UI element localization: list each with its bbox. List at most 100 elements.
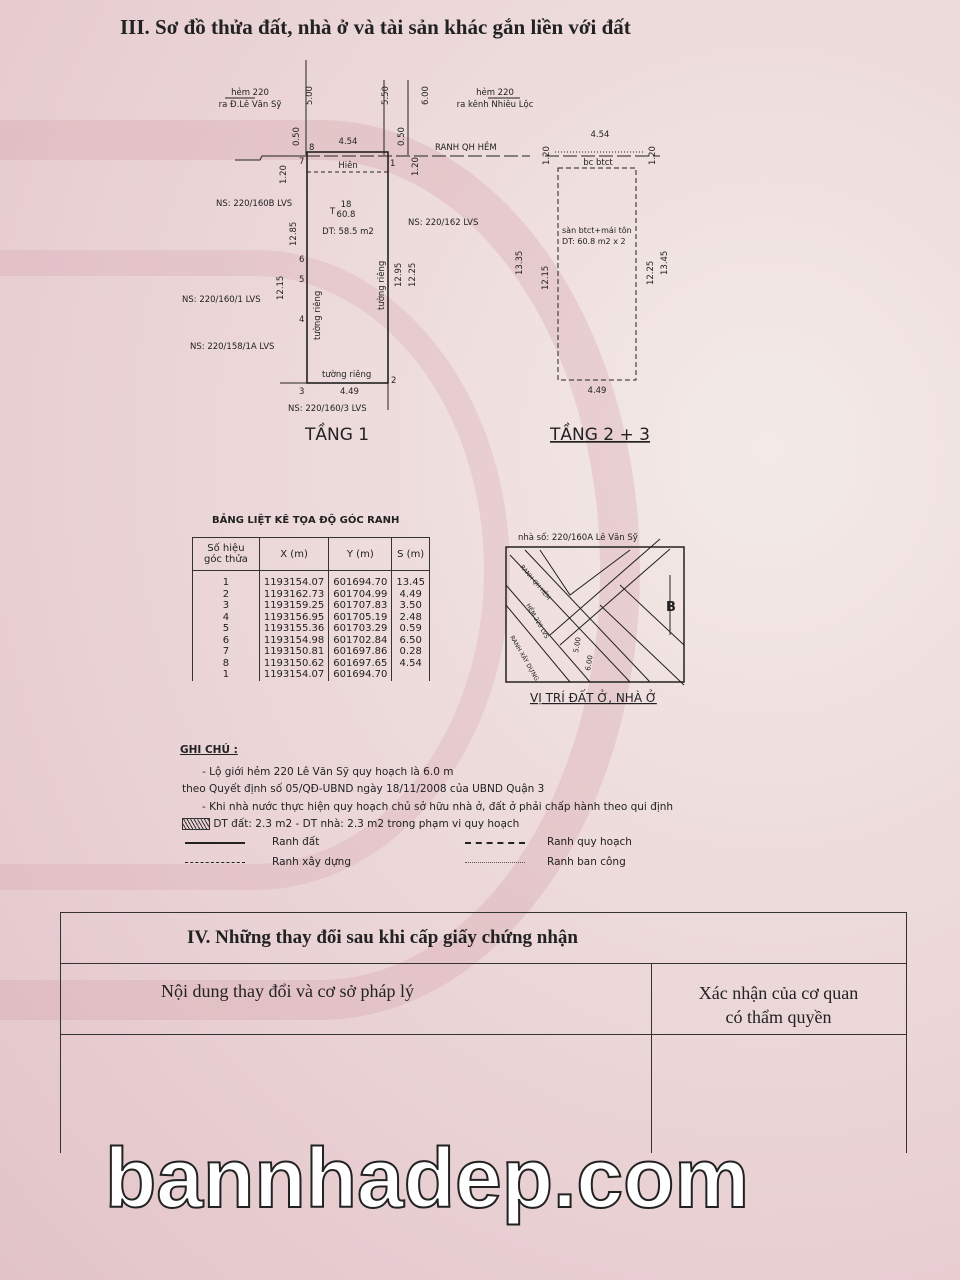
- floor23-width-bottom: 4.49: [588, 386, 607, 396]
- watermark: bannhadep.com: [104, 1130, 750, 1226]
- table-cell: 6.50: [391, 634, 430, 646]
- floor23-label: TẦNG 2 + 3: [549, 421, 650, 445]
- dim: 1.20: [279, 165, 289, 184]
- neighbor-label: NS: 220/160B LVS: [216, 199, 292, 209]
- table-cell: 2.48: [391, 611, 430, 623]
- floor23-desc: sàn btct+mái tôn: [562, 225, 632, 235]
- neighbor-label: NS: 220/162 LVS: [408, 218, 478, 228]
- balcony-label: bc btct: [583, 158, 613, 168]
- notes: GHI CHÚ : - Lộ giới hẻm 220 Lê Văn Sỹ qu…: [180, 742, 673, 874]
- table-cell: 2: [192, 588, 260, 600]
- table-cell: 1193150.81: [258, 646, 330, 658]
- neighbor-label: NS: 220/158/1A LVS: [190, 342, 274, 352]
- point-label: 3: [299, 387, 304, 397]
- table-cell: 601707.83: [328, 600, 393, 612]
- location-address: nhà số: 220/160A Lê Văn Sỹ: [518, 532, 638, 543]
- legend-dotted-line: [465, 861, 525, 863]
- point-label: 7: [299, 157, 304, 167]
- table-cell: 8: [192, 657, 260, 669]
- road-left-label: hẻm 220: [231, 87, 269, 98]
- width-label: 6.00: [421, 86, 431, 105]
- legend-solid-line: [185, 841, 245, 844]
- table-cell: 0.59: [391, 623, 430, 635]
- neighbor-label: NS: 220/160/1 LVS: [182, 295, 261, 305]
- road-left-dest: ra Đ.Lê Văn Sỹ: [219, 99, 282, 110]
- note-line: - Khi nhà nước thực hiện quy hoạch chủ s…: [202, 800, 674, 813]
- table-cell: 1: [192, 669, 260, 681]
- table-cell: 1193155.36: [258, 623, 330, 635]
- road-right-label: hẻm 220: [476, 87, 514, 98]
- map-road-label: RANH XÂY DỰNG: [508, 635, 540, 683]
- dim: 12.15: [276, 276, 286, 300]
- legend-short-dash-line: [185, 861, 245, 863]
- t-prefix: T: [329, 207, 336, 217]
- table-cell: 4: [192, 611, 260, 623]
- table-cell: 5: [192, 623, 260, 635]
- table-header: S (m): [391, 537, 430, 571]
- table-cell: 1193154.98: [258, 634, 330, 646]
- dim: 1.20: [411, 157, 421, 176]
- table-header: Số hiệu góc thửa: [192, 537, 260, 571]
- table-title: BẢNG LIỆT KÊ TỌA ĐỘ GÓC RANH: [212, 515, 400, 526]
- section-3-title: III. Sơ đồ thửa đất, nhà ở và tài sản kh…: [120, 15, 631, 39]
- legend-label: Ranh đất: [272, 835, 320, 848]
- t-num: 18: [341, 200, 352, 210]
- location-caption: VỊ TRÍ ĐẤT Ở, NHÀ Ở: [530, 689, 657, 705]
- floor-plan-drawing: hẻm 220 ra Đ.Lê Văn Sỹ hẻm 220 ra kênh N…: [182, 60, 670, 445]
- hatch-icon: [182, 818, 210, 830]
- table-cell: 0.28: [391, 646, 430, 658]
- dim: 12.15: [541, 266, 551, 290]
- dim: 0.50: [397, 127, 407, 146]
- dim: 1.20: [648, 146, 658, 165]
- wall-label: tường riêng: [322, 369, 371, 380]
- table-cell: 6: [192, 634, 260, 646]
- table-cell: 4.49: [391, 588, 430, 600]
- dim: 12.95: [394, 263, 404, 287]
- table-cell: [391, 669, 430, 681]
- north-arrow-label: B: [666, 600, 676, 615]
- table-cell: 1193154.07: [258, 669, 330, 681]
- table-cell: 1193150.62: [258, 657, 330, 669]
- legend-label: Ranh quy hoạch: [547, 835, 632, 848]
- width-label: 5.00: [305, 86, 315, 105]
- table-cell: 601704.99: [328, 588, 393, 600]
- table-cell: 601705.19: [328, 611, 393, 623]
- dim: 13.35: [515, 251, 525, 275]
- table-cell: 3: [192, 600, 260, 612]
- dim: 12.25: [408, 263, 418, 287]
- t-den: 60.8: [337, 210, 356, 220]
- table-cell: 1193156.95: [258, 611, 330, 623]
- table-cell: 1: [192, 570, 260, 589]
- table-cell: 3.50: [391, 600, 430, 612]
- neighbor-label: NS: 220/160/3 LVS: [288, 404, 367, 414]
- map-road-label: RANH QH HẺM: [518, 563, 552, 602]
- point-label: 8: [309, 143, 314, 153]
- floor1-width-top: 4.54: [339, 137, 358, 147]
- table-cell: 601697.86: [328, 646, 393, 658]
- map-width: 6.00: [584, 655, 595, 672]
- map-road-label: HẺM 220 LVS: [524, 602, 551, 640]
- point-label: 5: [299, 275, 304, 285]
- table-cell: 601694.70: [328, 669, 393, 681]
- floor23-area: DT: 60.8 m2 x 2: [562, 237, 626, 246]
- column-header-changes: Nội dung thay đổi và cơ sở pháp lý: [161, 981, 415, 1001]
- dim: 12.85: [289, 222, 299, 246]
- column-header-confirmation: Xác nhận của cơ quan có thẩm quyền: [651, 981, 906, 1029]
- floor1-area: DT: 58.5 m2: [322, 227, 374, 237]
- column-header-line: Xác nhận của cơ quan: [698, 983, 859, 1003]
- wall-label: tường riêng: [376, 261, 387, 310]
- table-header: X (m): [258, 537, 330, 571]
- wall-label: tường riêng: [312, 291, 323, 340]
- ranh-qh-hem-label: RANH QH HẺM: [435, 141, 497, 153]
- point-label: 1: [390, 159, 395, 169]
- table-cell: 4.54: [391, 657, 430, 669]
- table-cell: 13.45: [391, 570, 430, 589]
- road-right-dest: ra kênh Nhiêu Lộc: [457, 99, 534, 110]
- point-label: 2: [391, 376, 396, 386]
- legend-label: Ranh ban công: [547, 855, 626, 868]
